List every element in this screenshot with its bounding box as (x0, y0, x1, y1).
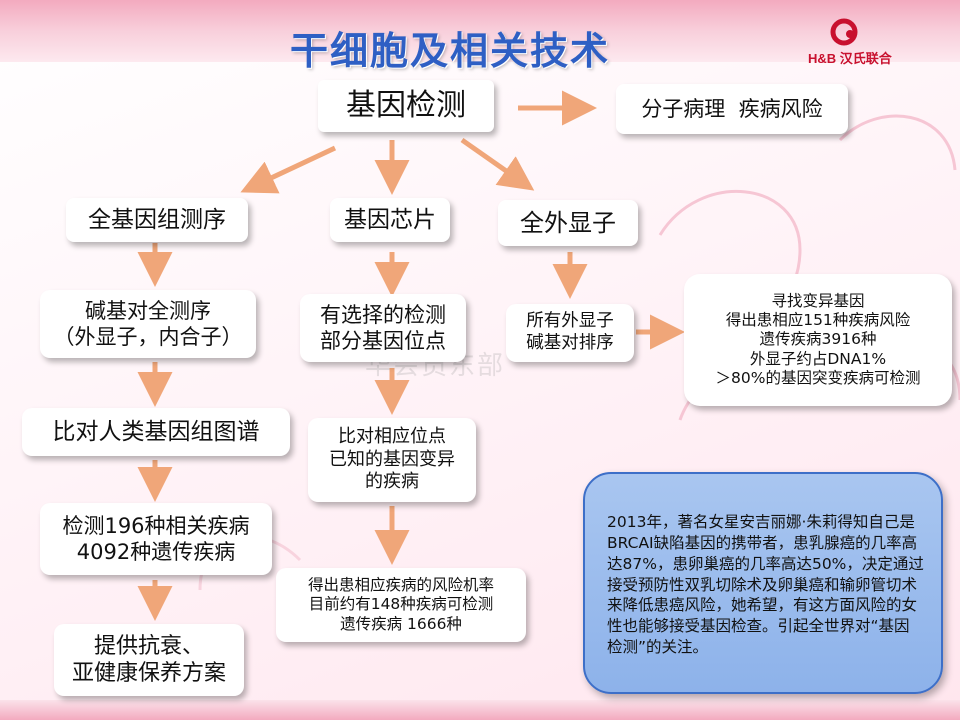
col3-head-label: 全外显子 (520, 209, 616, 237)
col1-step2-label: 比对人类基因组图谱 (52, 418, 260, 445)
right-node-label: 分子病理 疾病风险 (641, 96, 823, 121)
col1-step1: 碱基对全测序 （外显子，内合子） (40, 290, 256, 358)
col3-head: 全外显子 (498, 200, 638, 246)
col1-step1-line: 碱基对全测序 (85, 298, 211, 323)
col1-step2: 比对人类基因组图谱 (22, 408, 290, 456)
col2-step2-line: 比对相应位点 (338, 426, 446, 448)
company-logo-icon (830, 18, 858, 46)
col2-step1-line: 有选择的检测 (320, 302, 446, 327)
col2-step1-line: 部分基因位点 (320, 329, 446, 353)
col1-head: 全基因组测序 (66, 198, 248, 242)
bottom-band (0, 700, 960, 720)
info-callout: 2013年，著名女星安吉丽娜·朱莉得知自己是BRCAI缺陷基因的携带者，患乳腺癌… (583, 472, 943, 694)
root-node: 基因检测 (318, 80, 494, 132)
col1-step4-line: 亚健康保养方案 (71, 661, 226, 686)
col1-step3-line: 4092种遗传疾病 (76, 540, 236, 564)
root-node-label: 基因检测 (346, 88, 466, 124)
col2-head-label: 基因芯片 (344, 206, 436, 233)
col2-head: 基因芯片 (330, 198, 450, 242)
col2-step2: 比对相应位点 已知的基因变异 的疾病 (308, 418, 476, 502)
col3-step1: 所有外显子 碱基对排序 (506, 304, 634, 362)
col2-step2-line: 的疾病 (365, 471, 419, 493)
top-band (0, 0, 960, 62)
arrow-root-col3 (460, 137, 535, 191)
col1-step3-line: 检测196种相关疾病 (62, 513, 250, 538)
col1-head-label: 全基因组测序 (88, 206, 226, 233)
col1-step3: 检测196种相关疾病 4092种遗传疾病 (40, 503, 272, 575)
col1-step4-line: 提供抗衰、 (93, 633, 204, 659)
col2-step2-line: 已知的基因变异 (329, 448, 455, 470)
col3-result-line: 遗传疾病3916种 (759, 330, 877, 349)
col2-step1: 有选择的检测 部分基因位点 (300, 294, 466, 362)
col3-result-line: 得出患相应151种疾病风险 (725, 310, 911, 329)
col2-step3-line: 目前约有148种疾病可检测 (308, 595, 494, 614)
col3-step1-line: 碱基对排序 (526, 333, 614, 353)
col3-result-line: 外显子约占DNA1% (749, 349, 887, 368)
page-title: 干细胞及相关技术 (289, 29, 610, 73)
col3-result-line: 寻找变异基因 (771, 291, 865, 310)
arrow-root-col1 (240, 145, 337, 194)
info-callout-text: 2013年，著名女星安吉丽娜·朱莉得知自己是BRCAI缺陷基因的携带者，患乳腺癌… (607, 513, 924, 656)
col2-step3: 得出患相应疾病的风险机率 目前约有148种疾病可检测 遗传疾病 1666种 (276, 568, 526, 642)
company-logo-text: H&B 汉氏联合 (808, 51, 892, 66)
col1-step1-line: （外显子，内合子） (53, 325, 243, 349)
col2-step3-line: 遗传疾病 1666种 (340, 614, 462, 633)
col3-step1-line: 所有外显子 (526, 311, 614, 332)
col2-step3-line: 得出患相应疾病的风险机率 (307, 575, 494, 594)
col3-result-line: ＞80%的基因突变疾病可检测 (715, 369, 921, 388)
col1-step4: 提供抗衰、 亚健康保养方案 (54, 624, 244, 696)
right-node: 分子病理 疾病风险 (616, 84, 848, 134)
col3-result: 寻找变异基因 得出患相应151种疾病风险 遗传疾病3916种 外显子约占DNA1… (684, 274, 952, 406)
